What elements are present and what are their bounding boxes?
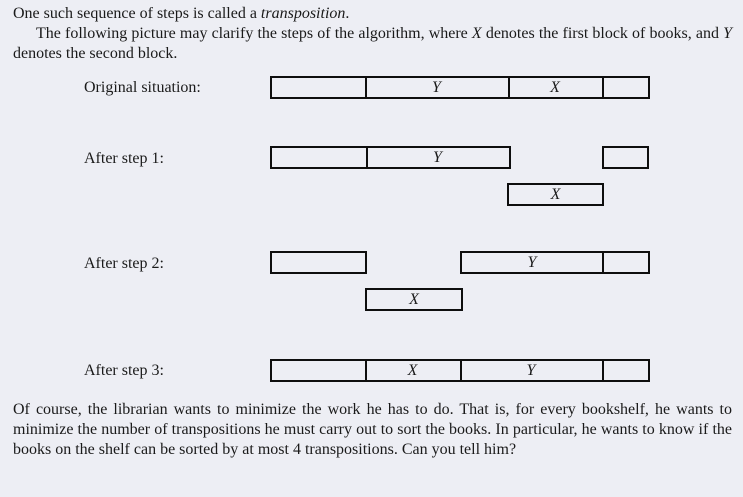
row-label-original-situation: Original situation: — [84, 79, 201, 96]
segment-divider — [602, 253, 604, 272]
block-label-empty — [272, 253, 365, 272]
segment-divider — [365, 78, 367, 97]
intro-p1-period: . — [345, 5, 350, 22]
block-label-x: X — [550, 79, 560, 96]
shelf-row1: Y X — [270, 76, 650, 99]
block-label-empty — [604, 148, 647, 167]
block-label-x: X — [409, 291, 419, 308]
segment-divider — [365, 361, 367, 380]
block-label-y: Y — [526, 362, 536, 379]
intro-p2-text-2: denotes the first block of books, and — [481, 25, 724, 42]
intro-text-block: One such sequence of steps is called a t… — [13, 4, 732, 64]
shelf-row2-left: Y — [270, 146, 511, 169]
intro-p2-text-3: denotes the second block. — [13, 45, 178, 62]
row-label-after-step-3: After step 3: — [84, 362, 164, 379]
segment-divider — [602, 78, 604, 97]
shelf-row3-right: Y — [460, 251, 650, 274]
segment-divider — [602, 361, 604, 380]
intro-p1-text: One such sequence of steps is called a — [13, 5, 261, 22]
shelf-row4: X Y — [270, 359, 650, 382]
block-label-x: X — [550, 186, 561, 203]
segment-divider — [460, 361, 462, 380]
intro-paragraph-2: The following picture may clarify the st… — [13, 24, 732, 64]
intro-p2-math-x: X — [471, 25, 482, 42]
row-label-after-step-1: After step 1: — [84, 150, 164, 167]
outro-text-block: Of course, the librarian wants to minimi… — [13, 400, 732, 460]
intro-paragraph-1: One such sequence of steps is called a t… — [13, 4, 732, 24]
segment-divider — [366, 148, 368, 167]
shelf-row2-right — [602, 146, 649, 169]
intro-p2-math-y: Y — [723, 25, 732, 42]
intro-p1-italic-term: transposition — [260, 5, 346, 22]
lifted-block-x-row2: X — [507, 183, 604, 206]
segment-divider — [508, 78, 510, 97]
row-label-after-step-2: After step 2: — [84, 255, 164, 272]
shelf-row3-left — [270, 251, 367, 274]
outro-paragraph: Of course, the librarian wants to minimi… — [13, 401, 732, 458]
lifted-block-x-row3: X — [365, 288, 463, 311]
block-label-y: Y — [433, 149, 442, 166]
intro-p2-text-1: The following picture may clarify the st… — [36, 25, 472, 42]
block-label-y: Y — [527, 254, 537, 271]
block-label-x: X — [407, 362, 418, 379]
block-label-y: Y — [432, 79, 441, 96]
